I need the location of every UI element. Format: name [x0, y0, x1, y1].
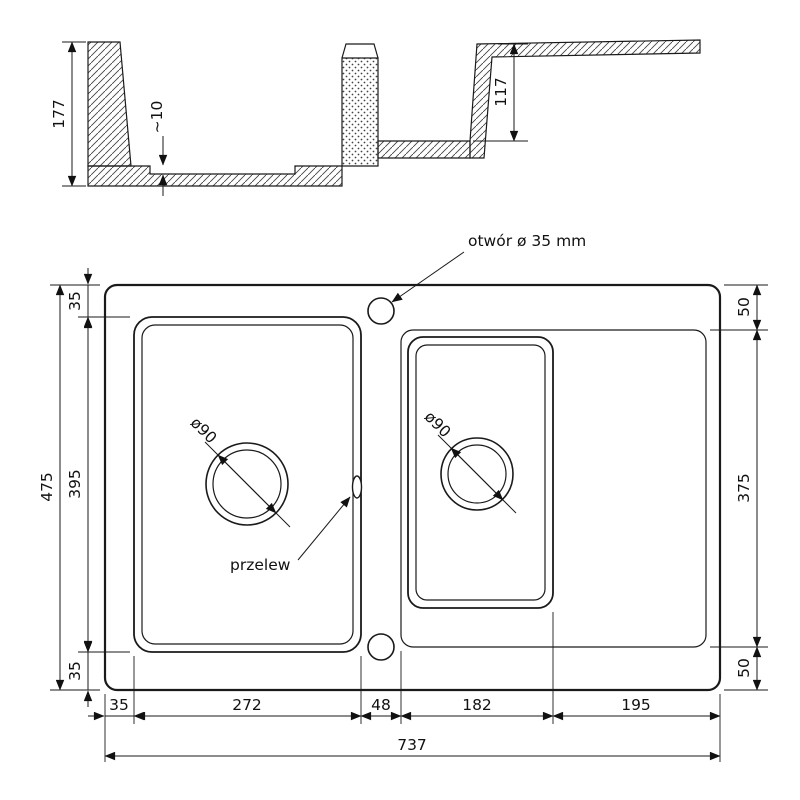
dim-label: 177 — [50, 99, 68, 129]
drain-inner — [447, 444, 507, 504]
drain-outer — [440, 437, 514, 511]
overflow-note: przelew — [230, 556, 291, 574]
dim-bottom-row: 35 272 48 182 195 737 — [88, 612, 721, 762]
dim-label: 375 — [735, 473, 753, 503]
section-view: 177 ~10 117 — [50, 39, 701, 196]
tap-hole-top — [367, 297, 395, 325]
dim-label: 182 — [462, 696, 492, 714]
dim-label: 195 — [621, 696, 651, 714]
dim-label: 272 — [232, 696, 262, 714]
dim-label: 50 — [735, 297, 753, 317]
dim-overall-depth: 177 — [50, 41, 86, 187]
drain-outer — [205, 442, 289, 526]
diameter-arrow — [450, 447, 478, 475]
drainer-recess — [400, 329, 707, 648]
drain-inner — [212, 449, 282, 519]
section-divider — [341, 57, 379, 167]
tap-hole-note: otwór ø 35 mm — [468, 232, 586, 250]
dim-label: 35 — [109, 696, 129, 714]
tap-hole-bottom — [367, 633, 395, 661]
dim-left-column: 35 395 35 — [66, 268, 130, 707]
dim-left-overall: 475 — [38, 284, 100, 691]
section-small-bowl-bottom — [377, 140, 471, 159]
section-bottom-slab — [87, 165, 343, 187]
dim-bottom-step: ~10 — [148, 101, 168, 196]
small-bowl-drain: ø90 — [421, 408, 517, 514]
dim-label: 117 — [492, 77, 510, 107]
tap-hole-annotation: otwór ø 35 mm — [391, 232, 586, 303]
plan-view: ø90 ø90 otwór ø 35 mm przelew 475 — [38, 232, 768, 762]
dim-right-column: 50 375 50 — [710, 284, 768, 691]
overflow-opening — [351, 475, 363, 499]
diameter-arrow — [217, 454, 248, 485]
dim-small-bowl-depth: 117 — [473, 43, 528, 142]
section-left-wall — [87, 41, 132, 167]
dim-label: 737 — [397, 736, 427, 754]
sink-outer-edge — [103, 283, 722, 692]
diameter-arrow — [476, 473, 504, 501]
section-drainer — [469, 39, 701, 159]
dim-label: ~10 — [148, 101, 166, 134]
dim-label: 475 — [38, 472, 56, 502]
small-bowl-inner — [415, 344, 546, 601]
leader-line — [297, 496, 351, 561]
dim-label: 35 — [66, 291, 84, 311]
drain-diameter-label: ø90 — [421, 408, 454, 441]
dim-label: 35 — [66, 661, 84, 681]
dim-label: 48 — [371, 696, 391, 714]
drain-diameter-label: ø90 — [187, 414, 220, 447]
overflow-annotation: przelew — [230, 496, 351, 574]
diameter-arrow — [246, 483, 277, 514]
small-bowl-outer — [407, 336, 554, 609]
dim-label: 395 — [66, 469, 84, 499]
section-divider-top — [341, 43, 379, 59]
main-bowl-drain: ø90 — [187, 414, 291, 528]
dim-label: 50 — [735, 658, 753, 678]
leader-line — [391, 251, 465, 303]
